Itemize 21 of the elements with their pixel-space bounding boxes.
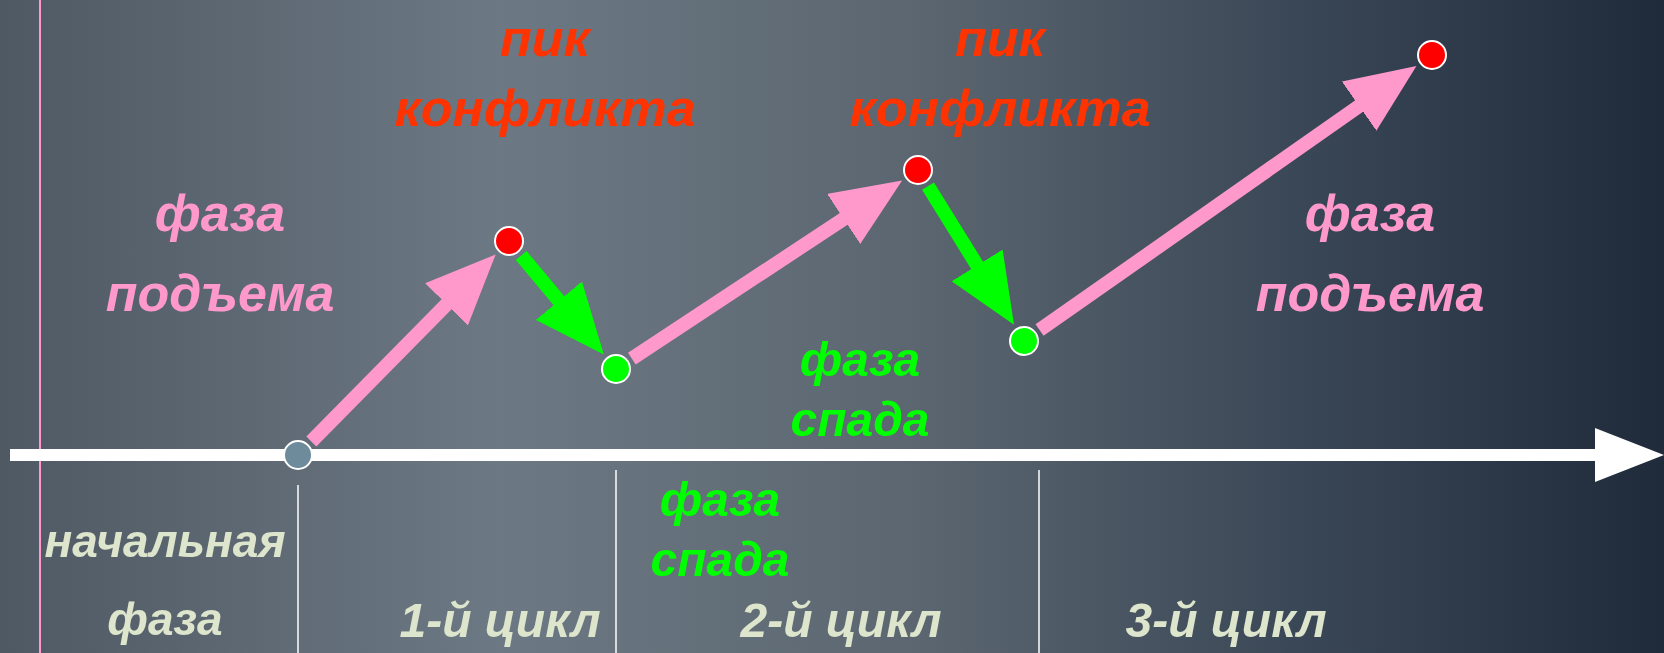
point-marker	[903, 155, 933, 185]
cycle-label: 1-й цикл	[399, 594, 601, 648]
arrow	[515, 251, 604, 355]
arrow	[1035, 65, 1417, 336]
arrow	[628, 180, 903, 365]
rise-phase-label: фаза подъема	[1255, 183, 1485, 324]
point-marker	[1009, 326, 1039, 356]
cycle-label: 3-й цикл	[1125, 594, 1327, 648]
conflict-peak-label: пик конфликта	[394, 8, 696, 139]
decline-phase-label: фаза спада	[790, 332, 930, 448]
arrow	[922, 182, 1014, 325]
cycle-label: 2-й цикл	[740, 594, 942, 648]
conflict-peak-label: пик конфликта	[849, 8, 1151, 139]
point-marker	[1417, 40, 1447, 70]
arrow	[306, 254, 496, 447]
initial-phase-label: начальная фаза	[44, 514, 286, 647]
rise-phase-label: фаза подъема	[105, 183, 335, 324]
point-marker	[283, 440, 313, 470]
point-marker	[601, 354, 631, 384]
point-marker	[494, 226, 524, 256]
decline-phase-label: фаза спада	[650, 472, 790, 588]
